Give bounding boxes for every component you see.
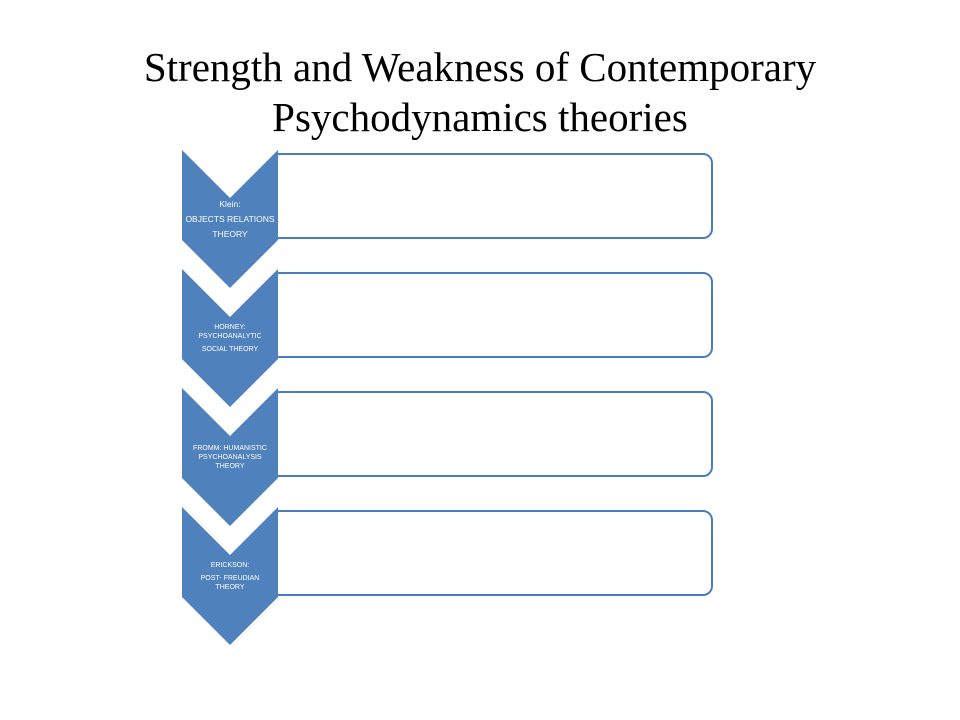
step-3-label: FROMM: HUMANISTIC PSYCHOANALYSIS THEORY: [182, 388, 278, 526]
step-1-label-line-1: Klein:: [219, 198, 241, 209]
step-3-label-line-3: THEORY: [215, 462, 245, 470]
step-1-chevron: Klein: OBJECTS RELATIONS THEORY: [182, 150, 278, 288]
step-1-label-line-3: THEORY: [212, 228, 248, 239]
step-2-label: HORNEY: PSYCHOANALYTIC SOCIAL THEORY: [182, 269, 278, 407]
slide-title-line-1: Strength and Weakness of Contemporary: [143, 44, 817, 90]
step-2-label-line-2: PSYCHOANALYTIC: [198, 332, 262, 340]
step-3-content-box: [270, 391, 713, 477]
step-2-chevron-shape: [182, 269, 278, 407]
step-4-label-line-1: ERICKSON:: [210, 561, 250, 569]
step-2-content-box: [270, 272, 713, 358]
slide-title: Strength and Weakness of Contemporary Ps…: [60, 42, 900, 142]
step-4-label-line-3: THEORY: [215, 583, 245, 591]
step-4-label-line-2: POST- FREUDIAN: [200, 574, 260, 582]
step-2-label-line-1: HORNEY:: [214, 323, 246, 331]
step-1-label-line-2: OBJECTS RELATIONS: [185, 213, 275, 224]
step-2-chevron: HORNEY: PSYCHOANALYTIC SOCIAL THEORY: [182, 269, 278, 407]
step-3-label-line-1: FROMM: HUMANISTIC: [193, 444, 267, 452]
step-4-chevron-shape: [182, 507, 278, 645]
step-1-content-box: [270, 153, 713, 239]
step-1-label: Klein: OBJECTS RELATIONS THEORY: [182, 150, 278, 288]
step-3-chevron: FROMM: HUMANISTIC PSYCHOANALYSIS THEORY: [182, 388, 278, 526]
slide-title-line-2: Psychodynamics theories: [272, 94, 688, 140]
step-3-label-line-2: PSYCHOANALYSIS: [198, 453, 262, 461]
step-4-content-box: [270, 510, 713, 596]
step-2-label-line-3: SOCIAL THEORY: [201, 345, 259, 353]
step-3-chevron-shape: [182, 388, 278, 526]
step-4-chevron: ERICKSON: POST- FREUDIAN THEORY: [182, 507, 278, 645]
step-1-chevron-shape: [182, 150, 278, 288]
step-4-label: ERICKSON: POST- FREUDIAN THEORY: [182, 507, 278, 645]
